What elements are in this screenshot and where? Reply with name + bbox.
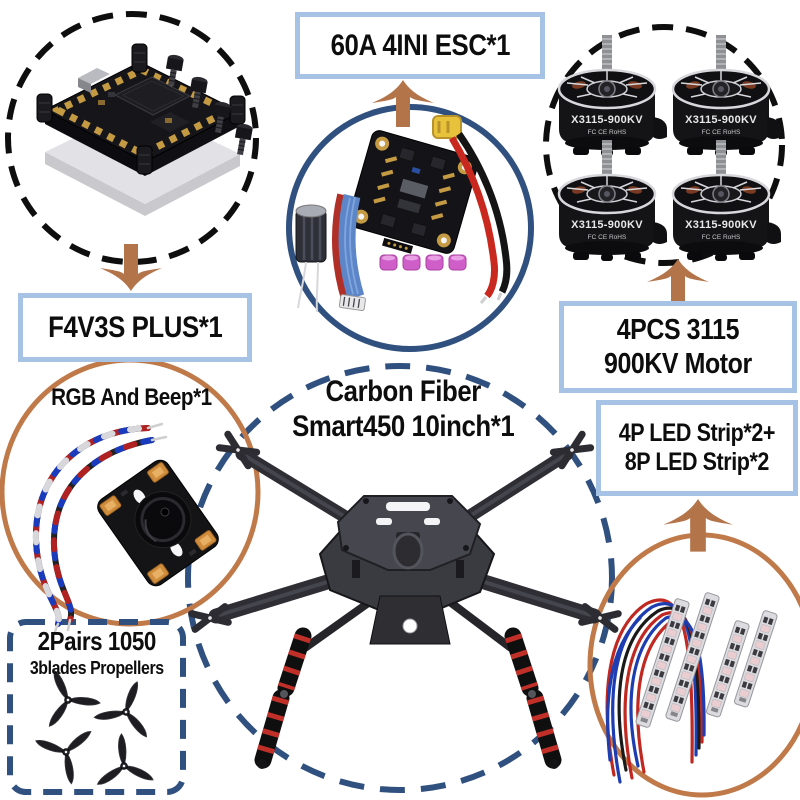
flight-controller-label-text: F4V3S PLUS*1 <box>47 310 223 344</box>
arrow-to-led-label <box>663 499 733 552</box>
propellers-label-line1: 2Pairs 1050 <box>37 626 156 656</box>
propellers-label: 2Pairs 1050 3blades Propellers <box>14 626 179 679</box>
arrow-to-fc-label <box>100 244 162 291</box>
frame-title-line1: Carbon Fiber <box>325 375 481 408</box>
flight-controller-image <box>36 43 253 216</box>
motor-cert-text: FC CE RoHS <box>588 129 627 136</box>
motor-2: X3115-900KV FC CE RoHS <box>671 33 783 158</box>
arrow-to-esc-label <box>372 80 434 127</box>
arrow-to-motors-circle <box>647 259 709 306</box>
esc-kit-image <box>295 115 511 313</box>
motor-cert-text: FC CE RoHS <box>702 129 741 136</box>
frame-title-line2: Smart450 10inch*1 <box>291 410 515 444</box>
esc-label: 60A 4INI ESC*1 <box>295 12 545 79</box>
propellers-label-line2: 3blades Propellers <box>29 656 164 678</box>
motor-cert-text: FC CE RoHS <box>588 234 627 241</box>
motor-3: X3115-900KV FC CE RoHS <box>557 138 669 263</box>
motor-model-text: X3115-900KV <box>571 114 643 126</box>
motor-model-text: X3115-900KV <box>685 114 757 126</box>
motor-model-text: X3115-900KV <box>571 219 643 231</box>
motors-label-line1: 4PCS 3115 <box>616 313 740 346</box>
flight-controller-circle <box>5 11 259 265</box>
motors-circle <box>543 24 785 266</box>
led-strips-image <box>605 592 778 784</box>
rgb-label: RGB And Beep*1 <box>25 384 237 412</box>
motor-1: X3115-900KV FC CE RoHS <box>557 33 669 158</box>
esc-label-text: 60A 4INI ESC*1 <box>330 28 510 62</box>
frame-title: Carbon Fiber Smart450 10inch*1 <box>248 374 558 445</box>
drone-frame-image <box>192 434 619 769</box>
screws <box>165 54 253 156</box>
rgb-beeper-image <box>32 422 219 636</box>
motors-label: 4PCS 3115 900KV Motor <box>559 301 797 393</box>
motors-image: X3115-900KV FC CE RoHS X3115-900KV FC CE… <box>557 33 783 263</box>
propellers-box-outline <box>7 619 186 795</box>
motor-4: X3115-900KV FC CE RoHS <box>671 138 783 263</box>
propellers-image <box>33 667 169 800</box>
motors-label-line2: 900KV Motor <box>604 348 752 380</box>
motor-cert-text: FC CE RoHS <box>702 234 741 241</box>
led-label-line1: 4P LED Strip*2+ <box>618 418 776 447</box>
motor-model-text: X3115-900KV <box>685 219 757 231</box>
led-label-line2: 8P LED Strip*2 <box>624 448 770 476</box>
rgb-label-text: RGB And Beep*1 <box>50 384 212 411</box>
frame-circle <box>185 363 615 793</box>
flight-controller-label: F4V3S PLUS*1 <box>18 293 252 362</box>
led-label: 4P LED Strip*2+ 8P LED Strip*2 <box>596 400 798 496</box>
